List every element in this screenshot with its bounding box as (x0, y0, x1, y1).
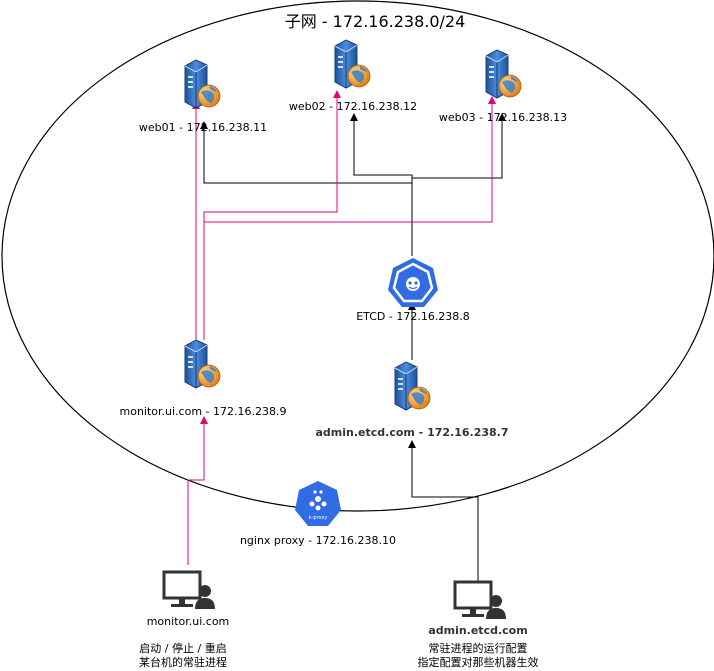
server-monitor[interactable]: monitor.ui.com - 172.16.238.9 (120, 339, 287, 418)
client-monitor-label: monitor.ui.com (147, 615, 230, 628)
connector-monitorclient-monitorserver (187, 416, 208, 565)
subnet-title: 子网 - 172.16.238.0/24 (285, 12, 466, 31)
client-monitor-desc-line2: 某台机的常驻进程 (139, 655, 227, 669)
server-web02[interactable]: web02 - 172.16.238.12 (289, 39, 417, 113)
proxy-node[interactable]: k-proxy nginx proxy - 172.16.238.10 (240, 481, 396, 547)
monitor-to-web-connectors (192, 90, 496, 340)
k-proxy-icon-text: k-proxy (309, 515, 328, 521)
server-web03-label: web03 - 172.16.238.13 (439, 111, 567, 124)
client-monitor-desc-line1: 启动 / 停止 / 重启 (139, 641, 226, 655)
server-web01-label: web01 - 172.16.238.11 (139, 121, 267, 134)
client-admin[interactable]: admin.etcd.com 常驻进程的运行配置 指定配置对那些机器生效 (418, 580, 539, 669)
server-globe-icon (184, 339, 221, 389)
server-web03[interactable]: web03 - 172.16.238.13 (439, 49, 567, 124)
etcd-node[interactable]: ETCD - 172.16.238.8 (356, 258, 470, 323)
server-monitor-label: monitor.ui.com - 172.16.238.9 (120, 405, 287, 418)
client-admin-desc-line2: 指定配置对那些机器生效 (418, 655, 539, 669)
monitor-user-icon (453, 580, 508, 621)
client-admin-label: admin.etcd.com (428, 624, 527, 637)
connector-etcd-web03 (411, 113, 506, 183)
proxy-label: nginx proxy - 172.16.238.10 (240, 534, 396, 547)
client-admin-desc-line1: 常驻进程的运行配置 (429, 641, 528, 655)
etcd-label: ETCD - 172.16.238.8 (356, 310, 470, 323)
server-globe-icon (485, 49, 522, 99)
client-monitor[interactable]: monitor.ui.com 启动 / 停止 / 重启 某台机的常驻进程 (139, 570, 230, 669)
etcd-to-web-connectors (200, 113, 506, 256)
server-globe-icon (394, 361, 431, 411)
etcd-icon (388, 258, 438, 307)
connector-monitor-web02 (203, 90, 341, 340)
server-globe-icon (184, 59, 221, 109)
subnet-boundary (1, 0, 714, 512)
k-proxy-icon: k-proxy (295, 481, 341, 526)
server-globe-icon (334, 39, 371, 89)
server-web01[interactable]: web01 - 172.16.238.11 (139, 59, 267, 134)
monitor-user-icon (162, 570, 217, 611)
server-web02-label: web02 - 172.16.238.12 (289, 100, 417, 113)
server-admin-etcd[interactable]: admin.etcd.com - 172.16.238.7 (315, 361, 509, 439)
connector-etcd-web01 (200, 121, 413, 256)
connector-etcd-web02 (350, 113, 413, 256)
connector-adminclient-adminserver (408, 440, 479, 582)
server-admin-etcd-label: admin.etcd.com - 172.16.238.7 (315, 426, 508, 439)
connector-monitor-web03 (204, 96, 496, 223)
